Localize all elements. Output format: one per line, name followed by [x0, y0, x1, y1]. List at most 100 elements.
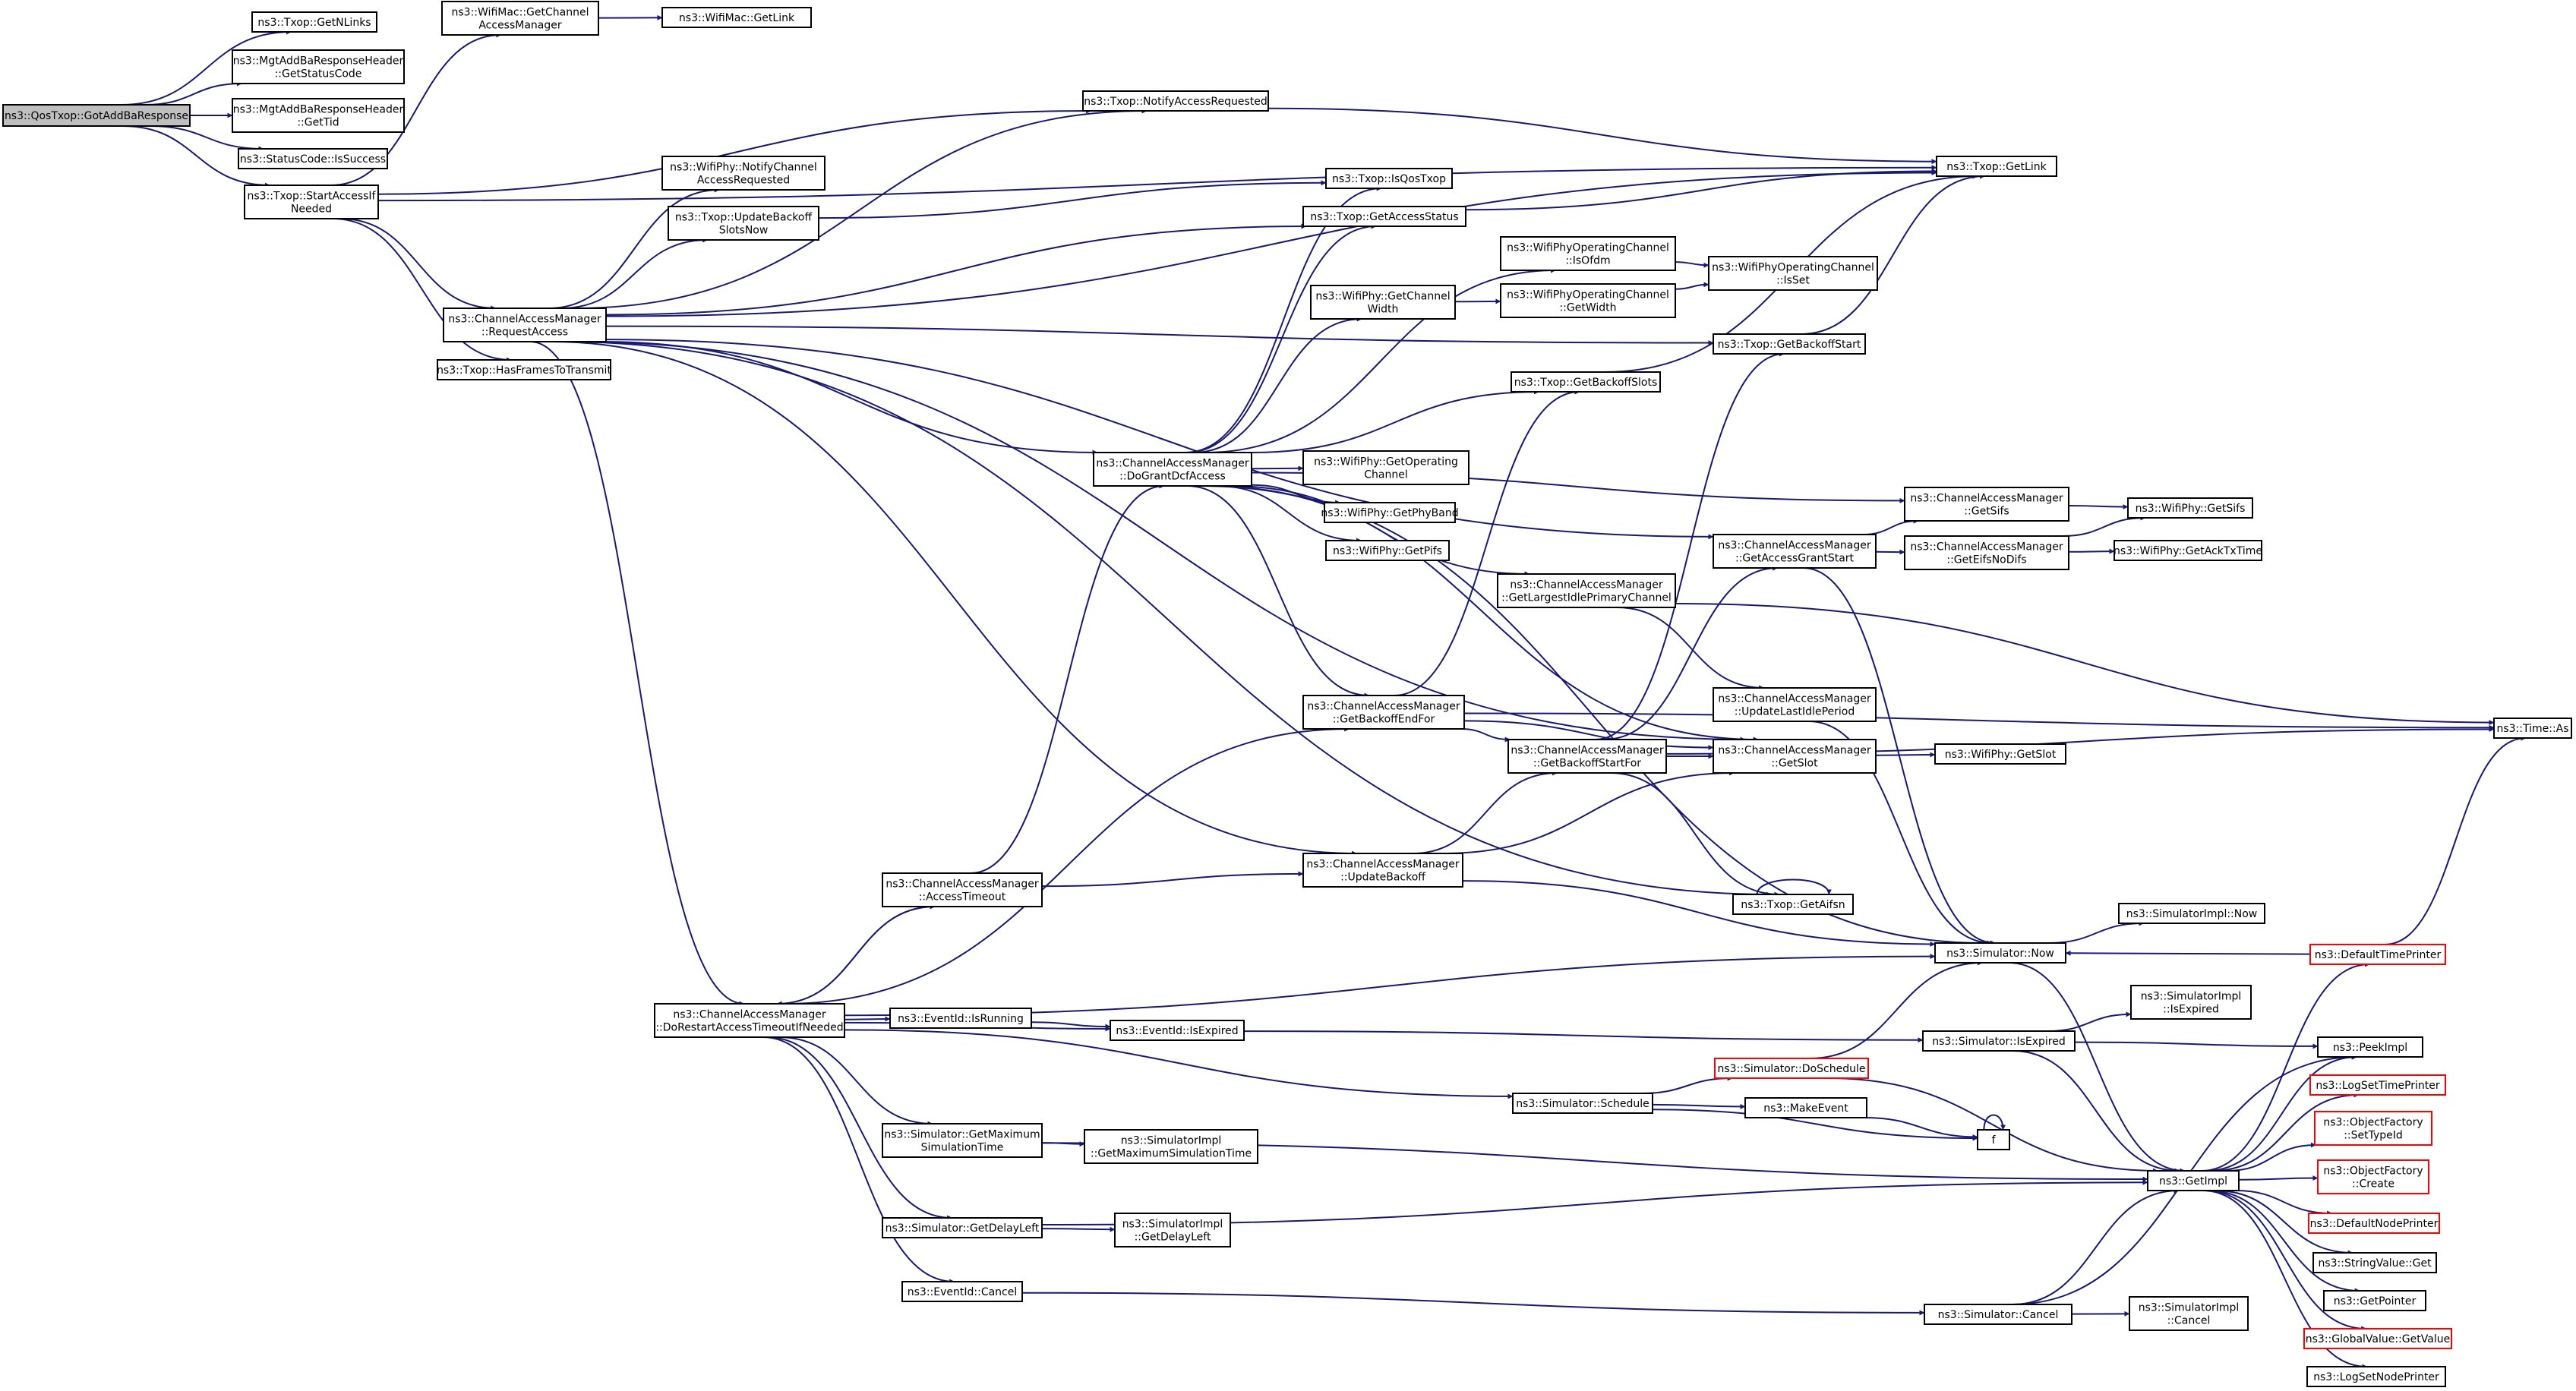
function-node[interactable]: ns3::MgtAddBaResponseHeader::GetStatusCo… — [232, 49, 405, 84]
function-node[interactable]: ns3::Simulator::GetMaximumSimulationTime — [882, 1123, 1043, 1158]
function-node[interactable]: ns3::WifiPhyOperatingChannel::GetWidth — [1500, 283, 1676, 318]
function-node-label: ns3::ChannelAccessManager — [673, 1009, 826, 1021]
call-edge-n48-n49 — [2074, 1041, 2319, 1049]
function-node[interactable]: ns3::Txop::NotifyAccessRequested — [1082, 90, 1269, 112]
function-node[interactable]: ns3::WifiPhy::GetSlot — [1934, 743, 2066, 765]
function-node[interactable]: ns3::DefaultTimePrinter — [2309, 944, 2446, 965]
function-node[interactable]: ns3::ChannelAccessManager::GetSifs — [1904, 487, 2069, 522]
function-node[interactable]: ns3::Txop::GetAccessStatus — [1302, 206, 1466, 227]
function-node[interactable]: ns3::ChannelAccessManager::GetBackoffEnd… — [1302, 695, 1465, 730]
function-node-label: ns3::Simulator::GetDelayLeft — [886, 1222, 1040, 1235]
function-node[interactable]: ns3::SimulatorImpl::GetMaximumSimulation… — [1084, 1129, 1258, 1164]
function-node[interactable]: ns3::GetImpl — [2147, 1170, 2240, 1191]
function-node[interactable]: ns3::Txop::IsQosTxop — [1325, 168, 1453, 189]
function-node[interactable]: ns3::ObjectFactory::Create — [2317, 1159, 2429, 1194]
call-edge-line — [561, 341, 1772, 897]
function-node[interactable]: ns3::ChannelAccessManager::UpdateLastIdl… — [1713, 687, 1877, 722]
function-node[interactable]: ns3::ChannelAccessManager::GetAccessGran… — [1713, 534, 1877, 569]
function-node[interactable]: ns3::WifiPhy::GetAckTxTime — [2114, 540, 2262, 561]
function-node[interactable]: ns3::WifiPhy::GetSifs — [2127, 497, 2253, 519]
call-edge-n33-n34 — [1460, 728, 1511, 743]
function-node[interactable]: ns3::EventId::IsRunning — [889, 1008, 1032, 1029]
function-node-box — [2323, 1290, 2426, 1311]
function-node[interactable]: ns3::ChannelAccessManager::DoGrantDcfAcc… — [1093, 452, 1252, 487]
function-node[interactable]: ns3::MgtAddBaResponseHeader::GetTid — [232, 98, 405, 133]
function-node-label: ns3::ChannelAccessManager — [1718, 693, 1871, 705]
function-node[interactable]: ns3::WifiPhy::GetPhyBand — [1321, 502, 1459, 523]
function-node[interactable]: ns3::DefaultNodePrinter — [2308, 1213, 2440, 1234]
function-node[interactable]: ns3::ObjectFactory::SetTypeId — [2314, 1111, 2432, 1146]
function-node-label: ns3::SimulatorImpl — [2141, 991, 2242, 1003]
function-node-box — [2314, 1111, 2432, 1146]
call-edge-line — [2065, 950, 2311, 956]
function-node[interactable]: ns3::Simulator::Now — [1934, 942, 2066, 964]
function-node[interactable]: ns3::ChannelAccessManager::GetLargestIdl… — [1497, 573, 1676, 608]
function-node[interactable]: ns3::GlobalValue::GetValue — [2303, 1328, 2452, 1349]
function-node-label: ns3::StringValue::Get — [2318, 1257, 2432, 1270]
function-node[interactable]: f — [1977, 1129, 2010, 1150]
function-node[interactable]: ns3::Simulator::Cancel — [1924, 1304, 2072, 1325]
function-node[interactable]: ns3::Txop::GetAifsn — [1732, 894, 1854, 915]
function-node-box — [437, 359, 611, 380]
function-node-label: ns3::WifiPhy::GetOperating — [1314, 456, 1458, 468]
function-node-box — [1082, 90, 1269, 112]
function-node[interactable]: ns3::Txop::GetBackoffStart — [1713, 333, 1866, 355]
function-node[interactable]: ns3::ChannelAccessManager::GetSlot — [1713, 739, 1877, 774]
function-node[interactable]: ns3::Time::As — [2493, 718, 2572, 739]
function-node[interactable]: ns3::StringValue::Get — [2312, 1252, 2437, 1273]
call-edge-line — [121, 29, 292, 106]
function-node-label: ns3::MgtAddBaResponseHeader — [233, 104, 404, 116]
function-node-box — [1500, 236, 1676, 271]
function-node[interactable]: ns3::ChannelAccessManager::GetBackoffSta… — [1507, 739, 1667, 774]
function-node[interactable]: ns3::ChannelAccessManager::GetEifsNoDifs — [1904, 535, 2069, 570]
function-node[interactable]: ns3::SimulatorImpl::GetDelayLeft — [1114, 1213, 1231, 1247]
function-node[interactable]: ns3::StatusCode::IsSuccess — [238, 148, 388, 169]
function-node[interactable]: ns3::Txop::GetBackoffSlots — [1511, 371, 1661, 393]
function-node[interactable]: ns3::WifiPhy::GetPifs — [1325, 540, 1450, 561]
function-node[interactable]: ns3::Txop::HasFramesToTransmit — [437, 359, 611, 380]
function-node-box — [1500, 283, 1676, 318]
function-node[interactable]: ns3::ChannelAccessManager::RequestAccess — [443, 308, 607, 342]
function-node[interactable]: ns3::WifiPhy::NotifyChannelAccessRequest… — [661, 156, 826, 191]
call-edge-line — [2227, 1142, 2316, 1172]
function-node-box — [882, 1217, 1043, 1238]
function-node[interactable]: ns3::SimulatorImpl::IsExpired — [2130, 985, 2252, 1020]
function-node[interactable]: ns3::Simulator::DoSchedule — [1714, 1058, 1869, 1079]
function-node[interactable]: ns3::SimulatorImpl::Cancel — [2129, 1296, 2249, 1331]
function-node[interactable]: ns3::EventId::IsExpired — [1110, 1020, 1245, 1041]
function-node[interactable]: ns3::WifiMac::GetLink — [661, 7, 812, 28]
function-node-label: ns3::Txop::HasFramesToTransmit — [437, 364, 611, 377]
function-node-box — [901, 1281, 1023, 1302]
function-node-box — [1708, 256, 1878, 291]
call-edge-line — [573, 108, 1148, 309]
function-node-label: ns3::Simulator::DoSchedule — [1718, 1063, 1866, 1075]
function-node[interactable]: ns3::WifiPhyOperatingChannel::IsOfdm — [1500, 236, 1676, 271]
function-node[interactable]: ns3::Txop::GetNLinks — [251, 11, 377, 33]
function-node[interactable]: ns3::QosTxop::GotAddBaResponse — [2, 104, 191, 127]
function-node[interactable]: ns3::ChannelAccessManager::AccessTimeout — [882, 872, 1043, 907]
function-node[interactable]: ns3::Txop::GetLink — [1936, 156, 2057, 177]
function-node[interactable]: ns3::GetPointer — [2323, 1290, 2426, 1311]
function-node[interactable]: ns3::ChannelAccessManager::UpdateBackoff — [1302, 853, 1463, 888]
function-node-label: ns3::PeekImpl — [2333, 1042, 2407, 1054]
function-node[interactable]: ns3::SimulatorImpl::Now — [2118, 903, 2265, 924]
function-node[interactable]: ns3::ChannelAccessManager::DoRestartAcce… — [654, 1003, 845, 1038]
function-node-box — [654, 1003, 845, 1038]
function-node[interactable]: ns3::PeekImpl — [2317, 1036, 2423, 1058]
function-node[interactable]: ns3::EventId::Cancel — [901, 1281, 1023, 1302]
call-edge-n41-n58 — [2008, 962, 2186, 1174]
function-node[interactable]: ns3::LogSetNodePrinter — [2306, 1366, 2446, 1387]
function-node[interactable]: ns3::Simulator::Schedule — [1512, 1093, 1653, 1114]
function-node[interactable]: ns3::Simulator::IsExpired — [1922, 1030, 2076, 1052]
function-node[interactable]: ns3::WifiPhyOperatingChannel::IsSet — [1708, 256, 1878, 291]
function-node[interactable]: ns3::MakeEvent — [1744, 1097, 1867, 1118]
function-node[interactable]: ns3::LogSetTimePrinter — [2309, 1074, 2446, 1096]
call-edge-line — [1462, 880, 1936, 947]
function-node[interactable]: ns3::Simulator::GetDelayLeft — [882, 1217, 1043, 1238]
function-node-box — [1497, 573, 1676, 608]
